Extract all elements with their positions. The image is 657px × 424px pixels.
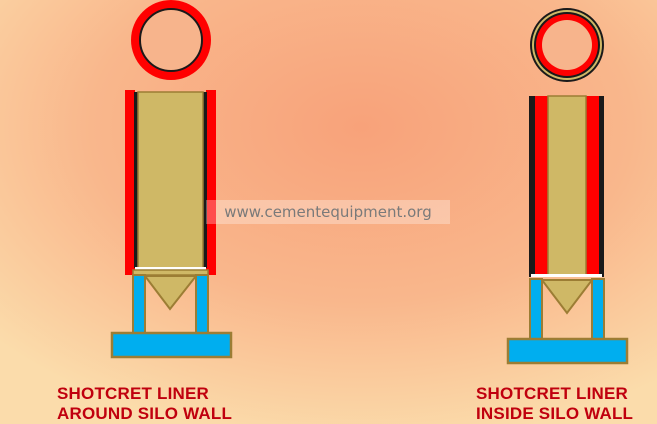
right-silo-support-left (529, 278, 543, 340)
left-silo (110, 0, 233, 359)
left-silo-support-right (195, 274, 209, 334)
right-silo-caption: SHOTCRET LINER INSIDE SILO WALL (476, 384, 633, 424)
right-silo-caption-line2: INSIDE SILO WALL (476, 404, 634, 423)
right-silo-liner-left (535, 96, 548, 276)
left-silo-wall-left (134, 92, 138, 268)
left-silo-caption-line2: AROUND SILO WALL (57, 404, 233, 423)
right-silo-support-right (591, 278, 605, 340)
right-silo-hopper (539, 279, 595, 315)
watermark: www.cementequipment.org (206, 200, 450, 224)
left-silo-top-ring-inner (139, 8, 203, 72)
left-silo-body (137, 91, 204, 269)
right-silo-caption-line1: SHOTCRET LINER (476, 384, 629, 403)
left-silo-base-line (135, 267, 206, 270)
left-silo-caption: SHOTCRET LINER AROUND SILO WALL (57, 384, 232, 424)
right-silo-liner-right (586, 96, 599, 276)
left-silo-liner-left (125, 90, 135, 275)
left-silo-support-left (132, 274, 146, 334)
right-silo-top-ring-inner (542, 20, 592, 70)
left-silo-hopper (142, 275, 199, 311)
left-silo-caption-line1: SHOTCRET LINER (57, 384, 210, 403)
right-silo-foundation (506, 337, 629, 365)
left-silo-foundation (110, 331, 233, 359)
right-silo-base-line (531, 274, 602, 277)
left-silo-wall-right (203, 92, 207, 268)
right-silo-body (547, 95, 587, 277)
left-silo-liner-right (206, 90, 216, 275)
right-silo (506, 8, 629, 365)
